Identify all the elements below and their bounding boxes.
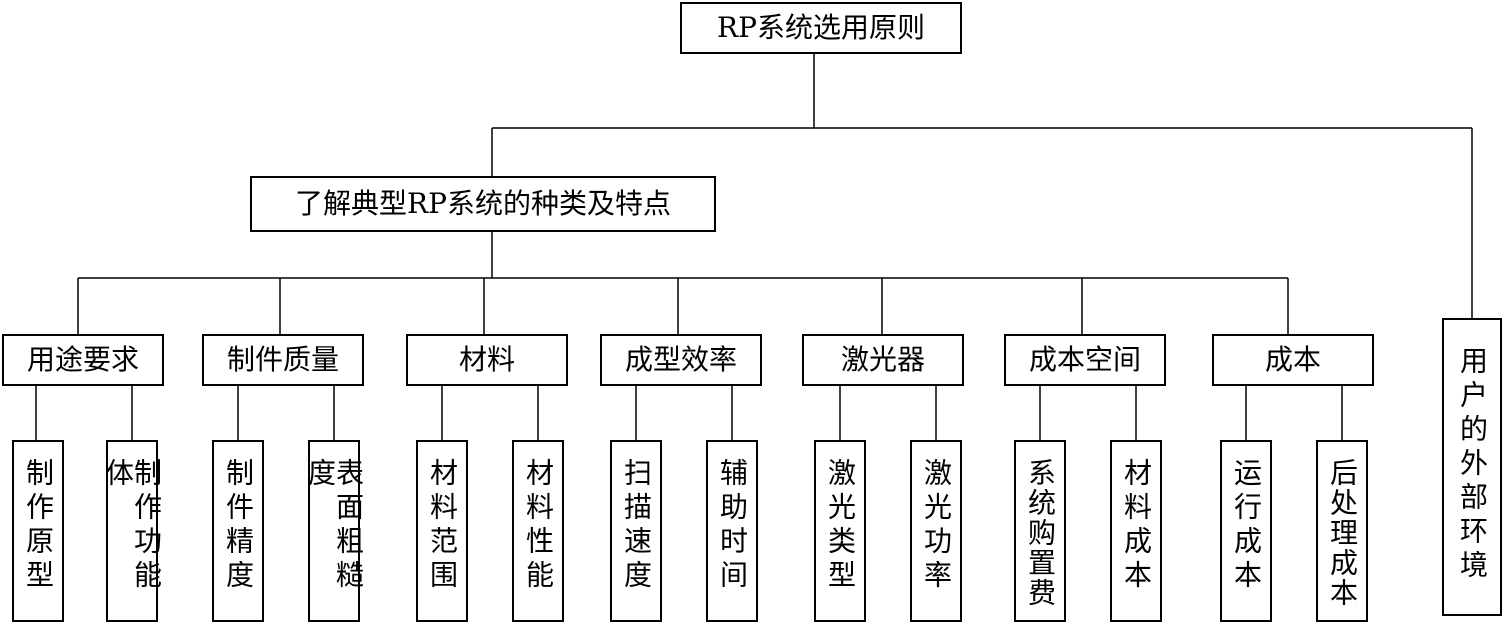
leaf-node: 运行成本 — [1220, 440, 1272, 622]
leaf-node: 辅助时间 — [706, 440, 758, 622]
root-label: RP系统选用原则 — [717, 11, 925, 44]
leaf-label: 表面粗糙度 — [304, 458, 365, 594]
leaf-node: 制件精度 — [212, 440, 264, 622]
root-node: RP系统选用原则 — [680, 2, 962, 54]
category-node: 成型效率 — [600, 334, 762, 386]
category-label: 材料 — [458, 343, 515, 376]
category-label: 用途要求 — [26, 343, 139, 376]
leaf-node: 制作功能体 — [102, 440, 163, 622]
category-label: 制件质量 — [226, 343, 339, 376]
leaf-node: 后处理成本 — [1316, 440, 1368, 622]
category-label: 成本空间 — [1028, 343, 1141, 376]
leaf-label: 激光类型 — [824, 458, 857, 594]
leaf-label: 后处理成本 — [1326, 458, 1359, 608]
category-node: 材料 — [406, 334, 568, 386]
leaf-label: 材料性能 — [522, 458, 555, 594]
branch-node-environment: 用户的外部环境 — [1442, 318, 1502, 616]
category-node: 成本 — [1212, 334, 1374, 386]
branch-environment-label: 用户的外部环境 — [1456, 346, 1489, 584]
category-label: 成本 — [1264, 343, 1321, 376]
leaf-label: 制作功能体 — [102, 458, 163, 594]
branch-systems-label: 了解典型RP系统的种类及特点 — [295, 187, 671, 220]
leaf-label: 扫描速度 — [620, 458, 653, 594]
leaf-node: 材料性能 — [512, 440, 564, 622]
leaf-node: 系统购置费 — [1014, 440, 1066, 622]
leaf-label: 材料范围 — [426, 458, 459, 594]
leaf-label: 材料成本 — [1120, 458, 1153, 594]
category-node: 制件质量 — [202, 334, 364, 386]
leaf-node: 扫描速度 — [610, 440, 662, 622]
leaf-label: 制件精度 — [222, 458, 255, 594]
leaf-node: 表面粗糙度 — [304, 440, 365, 622]
leaf-label: 辅助时间 — [716, 458, 749, 594]
leaf-label: 运行成本 — [1230, 458, 1263, 594]
leaf-node: 激光类型 — [814, 440, 866, 622]
category-node: 用途要求 — [2, 334, 164, 386]
branch-node-systems: 了解典型RP系统的种类及特点 — [250, 176, 716, 232]
category-node: 成本空间 — [1004, 334, 1166, 386]
category-node: 激光器 — [802, 334, 964, 386]
leaf-node: 激光功率 — [910, 440, 962, 622]
leaf-node: 材料范围 — [416, 440, 468, 622]
leaf-node: 材料成本 — [1110, 440, 1162, 622]
leaf-label: 系统购置费 — [1024, 458, 1057, 608]
leaf-node: 制作原型 — [12, 440, 64, 622]
category-label: 成型效率 — [624, 343, 737, 376]
leaf-label: 制作原型 — [22, 458, 55, 594]
leaf-label: 激光功率 — [920, 458, 953, 594]
category-label: 激光器 — [840, 343, 925, 376]
